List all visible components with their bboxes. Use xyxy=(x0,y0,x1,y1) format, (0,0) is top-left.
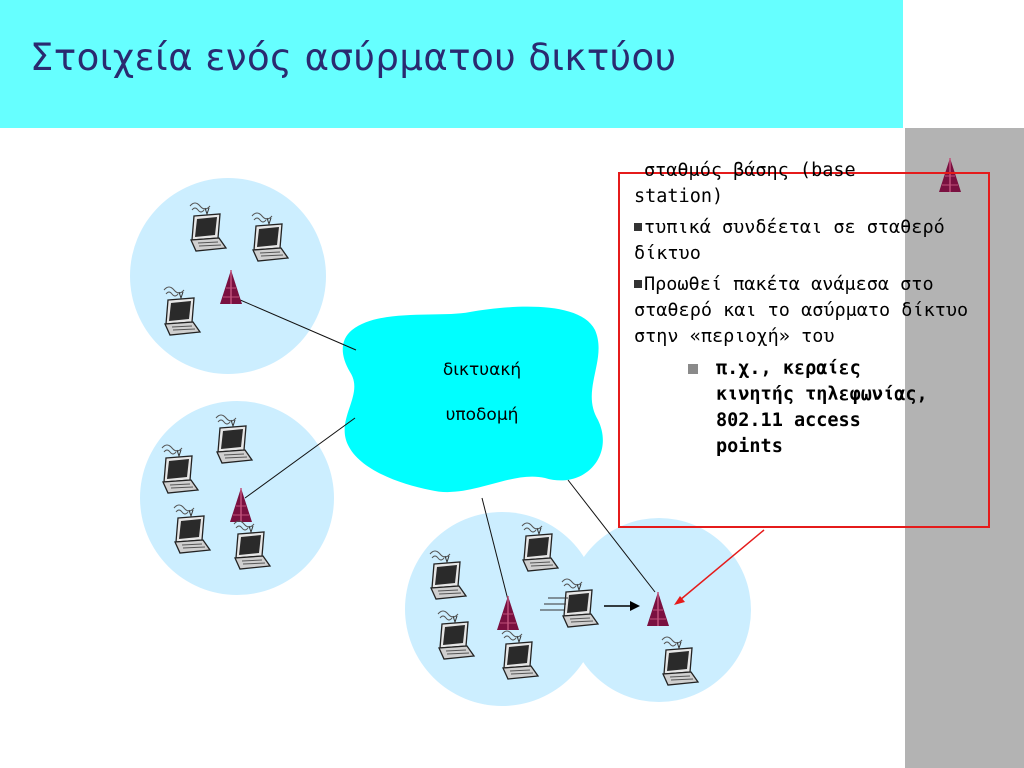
sub-bullet-square-icon xyxy=(688,364,698,374)
callout-sub-line3: 802.11 access xyxy=(716,410,861,431)
cloud-label-line1: δικτυακή xyxy=(442,360,522,380)
slide-title: Στοιχεία ενός ασύρματου δικτύου xyxy=(30,36,677,79)
bullet-square-icon xyxy=(634,223,642,231)
cloud-label-line2: υποδομή xyxy=(445,405,519,425)
callout-heading-line1: σταθμός βάσης (base xyxy=(644,160,856,181)
callout-box xyxy=(618,172,990,528)
callout-bullet-1: τυπικά συνδέεται σε σταθερό δίκτυο xyxy=(634,215,969,267)
side-panel xyxy=(905,128,1024,768)
callout-sub-line2: κινητής τηλεφωνίας, xyxy=(716,384,928,405)
callout-bullet-1-text: τυπικά συνδέεται σε σταθερό δίκτυο xyxy=(634,217,945,264)
callout-sub-bullet: π.χ., κεραίες κινητής τηλεφωνίας, 802.11… xyxy=(634,356,969,460)
coverage-cell-top xyxy=(130,178,326,374)
callout-bullet-2-text: Προωθεί πακέτα ανάμεσα στο σταθερό και τ… xyxy=(634,274,969,347)
title-band xyxy=(0,0,903,128)
callout-heading-line2: station) xyxy=(634,186,724,207)
callout-text: σταθμός βάσης (base station) τυπικά συνδ… xyxy=(634,158,969,460)
callout-sub-line1: π.χ., κεραίες xyxy=(716,358,861,379)
bullet-square-icon xyxy=(634,280,642,288)
callout-sub-line4: points xyxy=(716,436,783,457)
callout-bullet-2: Προωθεί πακέτα ανάμεσα στο σταθερό και τ… xyxy=(634,272,969,350)
network-cloud-icon xyxy=(342,306,603,493)
